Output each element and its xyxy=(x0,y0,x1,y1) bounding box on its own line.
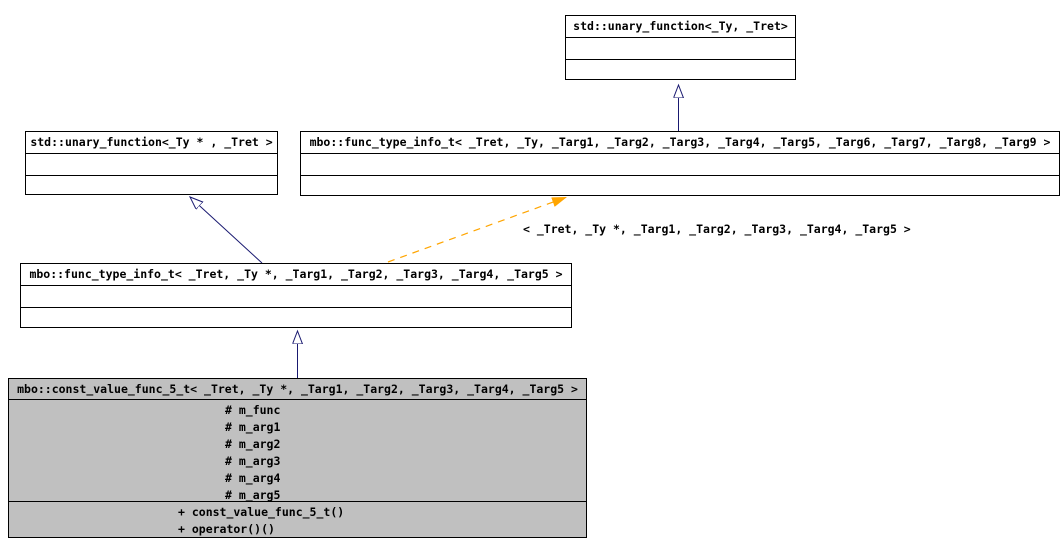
attribute-m-func: # m_func xyxy=(225,403,281,417)
class-node-std-unary-function[interactable]: std::unary_function<_Ty, _Tret> xyxy=(565,15,796,80)
attribute-m-arg4: # m_arg4 xyxy=(225,471,281,485)
template-args-label: < _Tret, _Ty *, _Targ1, _Targ2, _Targ3, … xyxy=(523,222,911,236)
attribute-m-arg5: # m_arg5 xyxy=(225,488,281,502)
class-title: mbo::const_value_func_5_t< _Tret, _Ty *,… xyxy=(17,382,578,396)
attribute-m-arg3: # m_arg3 xyxy=(225,454,281,468)
class-title: mbo::func_type_info_t< _Tret, _Ty *, _Ta… xyxy=(29,267,563,281)
class-node-std-unary-function-ptr[interactable]: std::unary_function<_Ty * , _Tret > xyxy=(25,131,278,195)
methods-compartment-empty xyxy=(21,307,571,329)
attributes-compartment-empty xyxy=(26,153,277,175)
attribute-m-arg2: # m_arg2 xyxy=(225,437,281,451)
method-constructor: + const_value_func_5_t() xyxy=(178,505,345,519)
inheritance-edge-mid-to-left xyxy=(190,197,263,264)
class-node-func-type-info-t-primary[interactable]: mbo::func_type_info_t< _Tret, _Ty, _Targ… xyxy=(300,131,1060,196)
attribute-m-arg1: # m_arg1 xyxy=(225,420,281,434)
attributes-compartment-empty xyxy=(566,37,795,59)
attributes-compartment-empty xyxy=(21,285,571,307)
class-node-const-value-func-5-t: mbo::const_value_func_5_t< _Tret, _Ty *,… xyxy=(8,378,587,538)
class-title: std::unary_function<_Ty, _Tret> xyxy=(573,19,788,33)
methods-compartment-empty xyxy=(26,175,277,197)
class-title: mbo::func_type_info_t< _Tret, _Ty, _Targ… xyxy=(309,135,1051,149)
methods-compartment-empty xyxy=(566,59,795,81)
class-node-func-type-info-t-specialization[interactable]: mbo::func_type_info_t< _Tret, _Ty *, _Ta… xyxy=(20,263,572,328)
attributes-compartment: # m_func # m_arg1 # m_arg2 # m_arg3 # m_… xyxy=(9,399,586,502)
methods-compartment: + const_value_func_5_t() + operator()() xyxy=(9,501,586,537)
method-operator-call: + operator()() xyxy=(178,522,275,536)
class-title: std::unary_function<_Ty * , _Tret > xyxy=(30,135,273,149)
methods-compartment-empty xyxy=(301,175,1059,197)
attributes-compartment-empty xyxy=(301,153,1059,175)
